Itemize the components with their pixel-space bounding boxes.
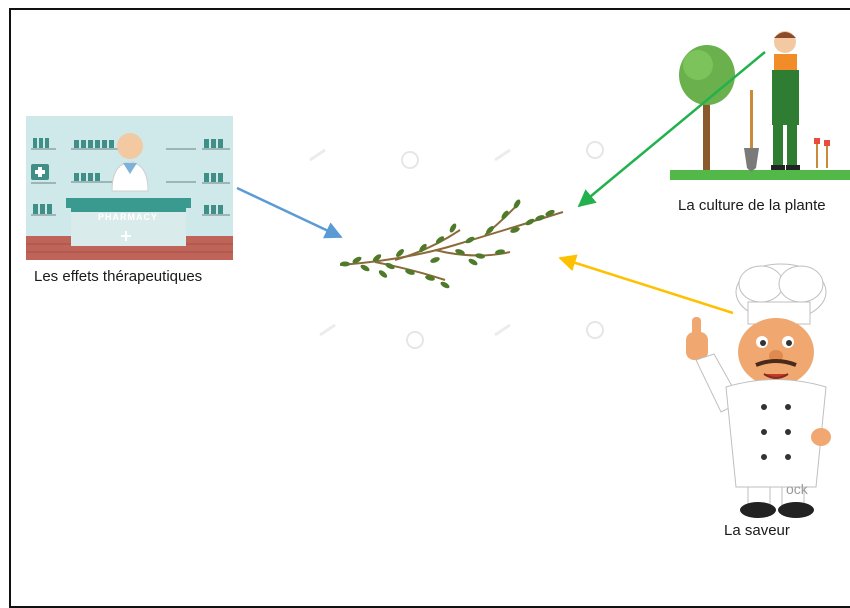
pharmacy-label: Les effets thérapeutiques bbox=[34, 268, 203, 285]
pharmacy-illustration: PHARMACY bbox=[26, 116, 233, 260]
chef-label: La saveur bbox=[724, 522, 790, 539]
gardener-illustration bbox=[670, 31, 850, 180]
arrow-flavor-to-herb bbox=[558, 254, 734, 315]
arrow-culture-to-herb bbox=[577, 51, 766, 208]
watermark-pattern bbox=[309, 141, 604, 349]
watermark-text: ock bbox=[786, 481, 809, 497]
garden-label: La culture de la plante bbox=[678, 197, 826, 214]
arrows-layer bbox=[236, 51, 766, 315]
pharmacy-sign: PHARMACY bbox=[98, 212, 158, 222]
chef-illustration: ock bbox=[686, 263, 831, 518]
arrow-therapeutic-to-herb bbox=[236, 186, 343, 239]
herb-sprig bbox=[339, 199, 564, 289]
